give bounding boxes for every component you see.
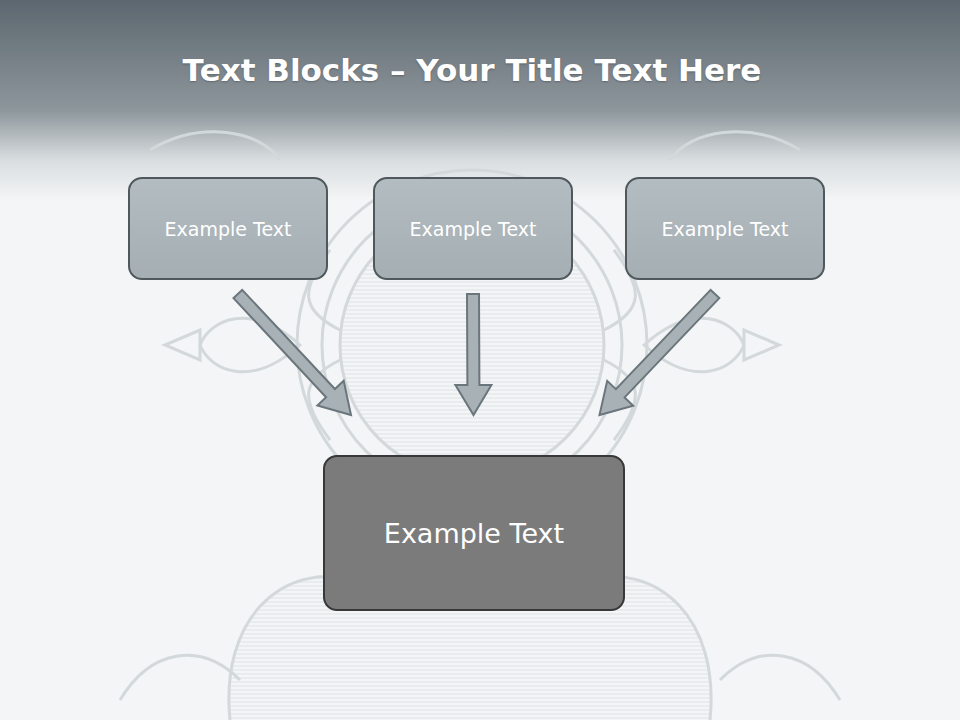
box-text: Example Text bbox=[410, 218, 537, 240]
box-text: Example Text bbox=[662, 218, 789, 240]
text-block: Example Text bbox=[625, 177, 825, 280]
text-block: Example Text bbox=[128, 177, 328, 280]
result-box: Example Text bbox=[323, 455, 625, 611]
box-text: Example Text bbox=[165, 218, 292, 240]
slide-title: Text Blocks – Your Title Text Here bbox=[0, 52, 944, 88]
block-arrow bbox=[455, 294, 491, 415]
box-text: Example Text bbox=[384, 518, 564, 549]
block-arrow bbox=[234, 290, 352, 415]
text-block: Example Text bbox=[373, 177, 573, 280]
block-arrow bbox=[600, 290, 720, 415]
